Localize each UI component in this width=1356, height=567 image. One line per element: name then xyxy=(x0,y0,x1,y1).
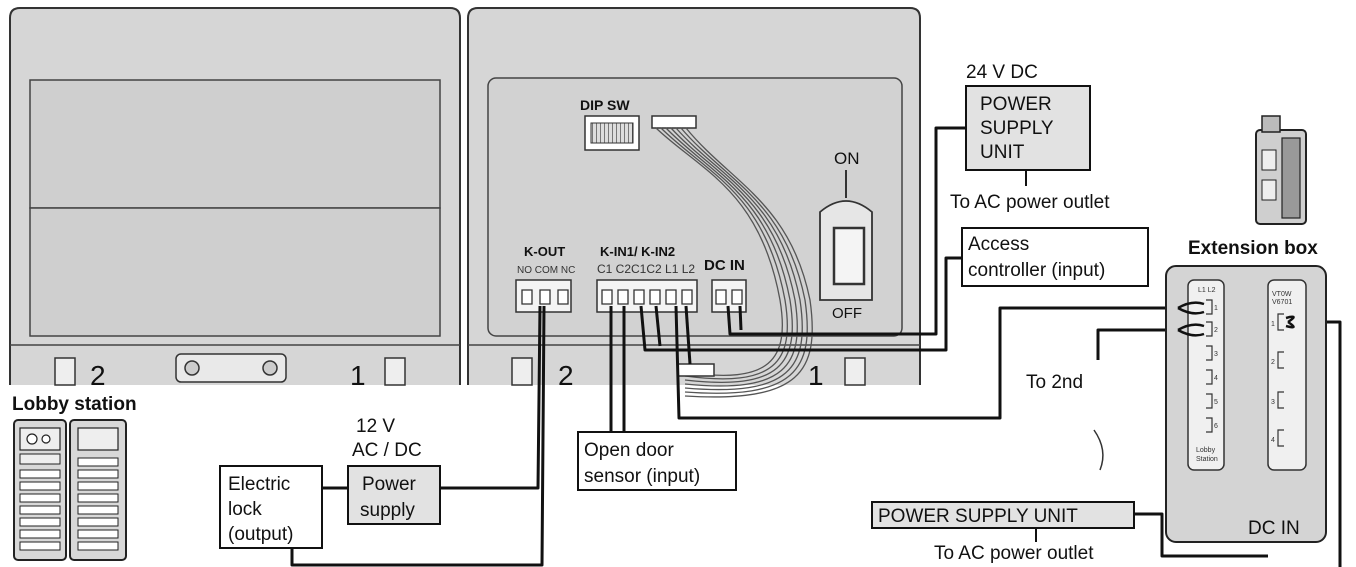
ac-outlet-top-label: To AC power outlet xyxy=(950,192,1110,213)
wire-l1l2-b xyxy=(684,305,692,365)
electric-lock: Electric lock (output) xyxy=(219,465,323,549)
electric-lock-line-1: Electric xyxy=(228,474,290,495)
extension-box-label: Extension box xyxy=(1188,238,1318,259)
to-2nd-label: To 2nd xyxy=(1026,372,1083,393)
ext-left-slot-4: 4 xyxy=(1214,375,1218,382)
ext-right-slot-4: 4 xyxy=(1271,437,1275,444)
psu-bottom-label: POWER SUPPLY UNIT xyxy=(878,506,1078,527)
power-supply-unit-bottom: POWER SUPPLY UNIT To AC power outlet xyxy=(871,501,1135,564)
power-supply-line-1: Power xyxy=(362,474,417,495)
k-in-pins-label: C1 C2C1C2 L1 L2 xyxy=(597,262,695,276)
wire-psu-bottom xyxy=(1134,512,1268,558)
wire-access-2 xyxy=(654,305,662,347)
ext-right-slot-3: 3 xyxy=(1271,399,1275,406)
power-supply-12v: 12 V AC / DC Power supply xyxy=(347,416,441,525)
ribbon-connector xyxy=(677,363,715,377)
open-door-line-2: sensor (input) xyxy=(584,466,700,487)
lobby-station-label: Lobby station xyxy=(12,394,137,415)
extension-box: Extension box VT0W V6701 L1 L2 1 2 3 4 5… xyxy=(1165,238,1327,543)
ext-right-slot-1: 1 xyxy=(1271,321,1275,328)
k-in-terminal: K-IN1/ K-IN2 C1 C2C1C2 L1 L2 xyxy=(596,244,698,313)
electric-lock-line-3: (output) xyxy=(228,524,293,545)
k-out-pins-label: NO COM NC xyxy=(517,265,575,276)
ext-right-header-2: V6701 xyxy=(1272,299,1292,306)
wire-l1l2 xyxy=(674,305,1178,420)
psu-top-line-3: UNIT xyxy=(980,142,1025,163)
lobby-station: Lobby station xyxy=(12,394,137,561)
wire-kout-no xyxy=(290,305,546,567)
ext-left-slot-6: 6 xyxy=(1214,423,1218,430)
wire-to-2nd xyxy=(1096,328,1178,360)
power-supply-unit-top: 24 V DC POWER SUPPLY UNIT To AC power ou… xyxy=(950,62,1110,213)
left-unit-label-2: 2 xyxy=(90,360,106,391)
access-controller-line-2: controller (input) xyxy=(968,260,1105,281)
open-door-sensor: Open door sensor (input) xyxy=(577,431,737,491)
dip-switch: DIP SW xyxy=(580,97,697,151)
psu-top-line-2: SUPPLY xyxy=(980,118,1054,139)
voltage-24-label: 24 V DC xyxy=(966,62,1038,83)
switch-off-label: OFF xyxy=(832,305,862,322)
left-monitor-unit: 2 1 xyxy=(9,7,461,391)
right-unit-label-2: 2 xyxy=(558,360,574,391)
wire-dcin-2 xyxy=(738,305,743,331)
power-switch: ON OFF xyxy=(819,149,873,322)
right-unit-label-1: 1 xyxy=(808,360,824,391)
ac-outlet-bottom-label: To AC power outlet xyxy=(934,543,1094,564)
ext-dc-in-label: DC IN xyxy=(1248,518,1300,539)
extension-box-device-icon xyxy=(1255,115,1307,225)
ext-left-footer-2: Station xyxy=(1196,456,1218,463)
voltage-12-line-2: AC / DC xyxy=(352,440,422,461)
access-controller-line-1: Access xyxy=(968,234,1029,255)
electric-lock-line-2: lock xyxy=(228,499,262,520)
ext-left-slot-1: 1 xyxy=(1214,305,1218,312)
ext-right-slot-2: 2 xyxy=(1271,359,1275,366)
power-supply-line-2: supply xyxy=(360,500,415,521)
voltage-12-line-1: 12 V xyxy=(356,416,395,437)
dip-sw-label: DIP SW xyxy=(580,97,630,113)
wire-kout-com xyxy=(440,305,542,490)
ext-left-slot-5: 5 xyxy=(1214,399,1218,406)
wire-break-mark xyxy=(1093,429,1104,471)
ext-left-header: L1 L2 xyxy=(1198,287,1216,294)
ribbon-cable xyxy=(655,127,813,398)
ext-left-footer-1: Lobby xyxy=(1196,447,1216,454)
psu-top-line-1: POWER xyxy=(980,94,1052,115)
switch-on-label: ON xyxy=(834,149,860,168)
access-controller: Access controller (input) xyxy=(961,227,1149,287)
k-out-label: K-OUT xyxy=(524,244,565,259)
ext-left-slot-2: 2 xyxy=(1214,327,1218,334)
left-unit-label-1: 1 xyxy=(350,360,366,391)
dc-in-label: DC IN xyxy=(704,257,745,274)
wire-access-1 xyxy=(639,256,962,352)
ext-left-slot-3: 3 xyxy=(1214,351,1218,358)
open-door-line-1: Open door xyxy=(584,440,674,461)
ext-right-header-1: VT0W xyxy=(1272,291,1292,298)
k-in-label: K-IN1/ K-IN2 xyxy=(600,244,675,259)
